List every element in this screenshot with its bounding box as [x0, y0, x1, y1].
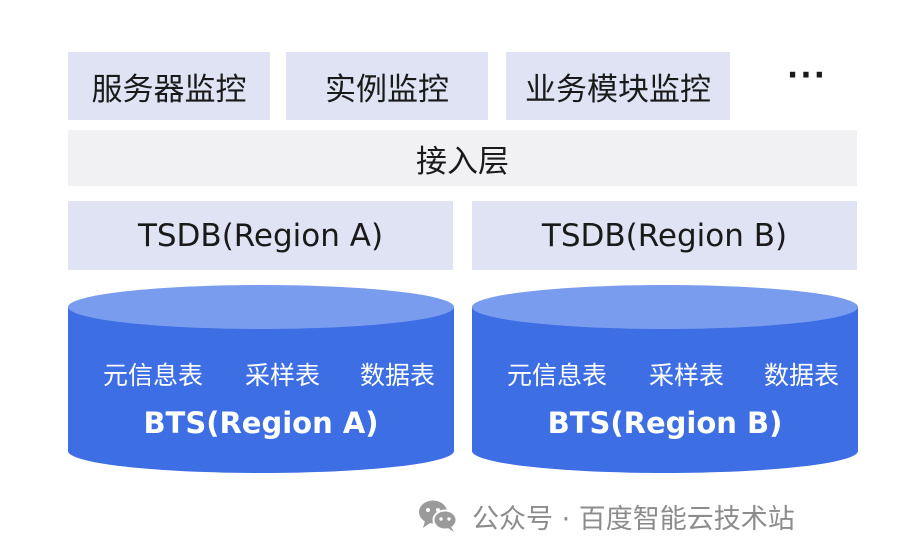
metadata-table-label: 元信息表: [103, 361, 204, 390]
data-table-label: 数据表: [764, 361, 840, 390]
bts-region-b-cylinder: 元信息表 采样表 数据表 BTS(Region B): [471, 284, 859, 474]
bts-region-b-label: BTS(Region B): [547, 406, 783, 440]
bts-region-a-label: BTS(Region A): [143, 406, 379, 440]
bts-region-a-cylinder: 元信息表 采样表 数据表 BTS(Region A): [67, 284, 455, 474]
instance-monitoring-box: 实例监控: [286, 52, 488, 120]
bts-region-b-tables: 元信息表 采样表 数据表: [471, 356, 859, 396]
access-layer-box: 接入层: [68, 130, 857, 186]
business-module-monitoring-box: 业务模块监控: [506, 52, 730, 120]
tsdb-region-a-label: TSDB(Region A): [137, 217, 384, 254]
database-cylinder-icon: [68, 285, 454, 473]
server-monitoring-label: 服务器监控: [91, 71, 247, 108]
wechat-icon: [418, 499, 458, 533]
sampling-table-label: 采样表: [649, 361, 725, 390]
bts-region-a-tables: 元信息表 采样表 数据表: [67, 356, 455, 396]
database-cylinder-icon: [472, 285, 858, 473]
access-layer-label: 接入层: [416, 143, 509, 180]
data-table-label: 数据表: [360, 361, 436, 390]
footer-watermark: 公众号 · 百度智能云技术站: [418, 496, 795, 536]
business-module-monitoring-label: 业务模块监控: [525, 71, 711, 108]
server-monitoring-box: 服务器监控: [68, 52, 270, 120]
tsdb-region-b-box: TSDB(Region B): [472, 201, 857, 270]
tsdb-region-b-label: TSDB(Region B): [541, 217, 788, 254]
footer-text: 公众号 · 百度智能云技术站: [472, 503, 795, 535]
instance-monitoring-label: 实例监控: [325, 71, 449, 108]
sampling-table-label: 采样表: [245, 361, 321, 390]
metadata-table-label: 元信息表: [507, 361, 608, 390]
tsdb-region-a-box: TSDB(Region A): [68, 201, 453, 270]
more-ellipsis: ···: [786, 58, 828, 93]
